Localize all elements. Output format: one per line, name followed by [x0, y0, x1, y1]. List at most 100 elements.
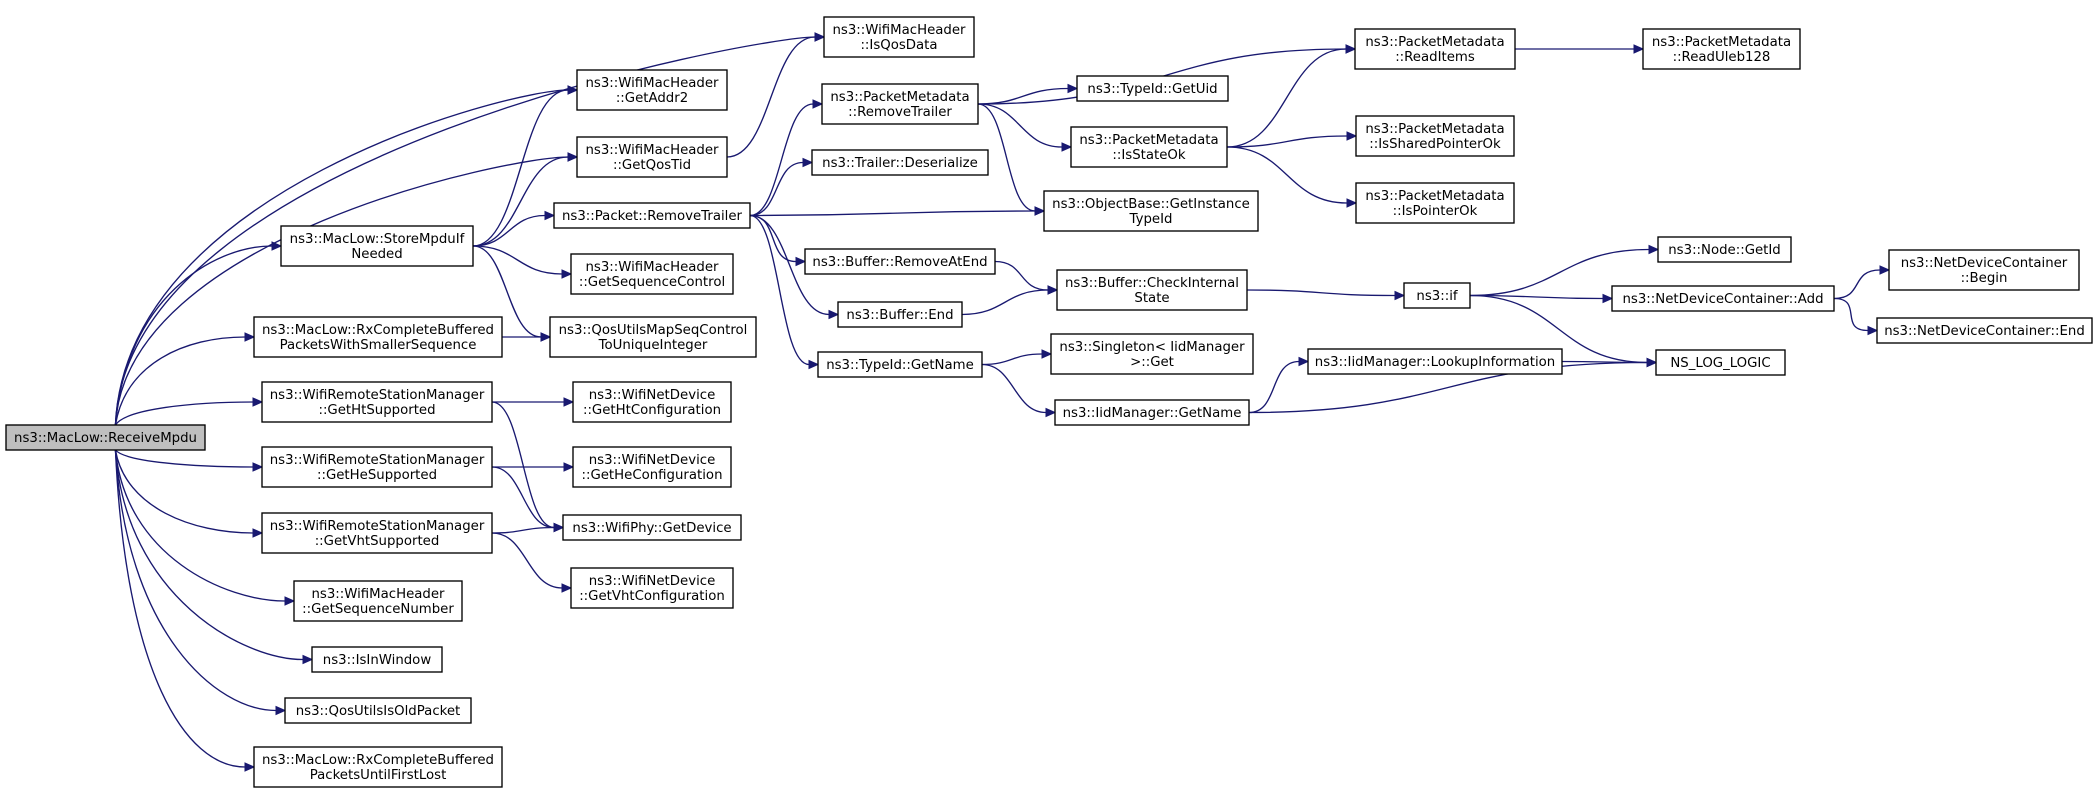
- node-box: [253, 316, 503, 358]
- node-box: [1355, 182, 1515, 224]
- node-trailer-deser[interactable]: ns3::Trailer::Deserialize: [811, 149, 989, 176]
- node-ns-if[interactable]: ns3::if: [1403, 282, 1471, 309]
- node-label-line: ::ReadItems: [1395, 50, 1475, 65]
- node-pkt-remove-trailer[interactable]: ns3::Packet::RemoveTrailer: [553, 202, 751, 229]
- node-get-ht-config[interactable]: ns3::WifiNetDevice::GetHtConfiguration: [572, 381, 732, 423]
- node-label-line: ns3::WifiMacHeader: [311, 587, 445, 602]
- node-label-line: ns3::Buffer::CheckInternal: [1065, 276, 1239, 291]
- node-read-items[interactable]: ns3::PacketMetadata::ReadItems: [1354, 28, 1516, 70]
- node-label-line: ns3::Node::GetId: [1668, 243, 1781, 258]
- node-box: [562, 514, 742, 541]
- node-ndc-add[interactable]: ns3::NetDeviceContainer::Add: [1611, 285, 1835, 312]
- node-label-line: ns3::WifiMacHeader: [585, 260, 719, 275]
- edge-arrowhead: [252, 528, 264, 538]
- edge-arrowhead: [540, 332, 552, 342]
- node-label-line: ns3::IidManager::LookupInformation: [1315, 355, 1555, 370]
- node-box: [1657, 236, 1792, 263]
- edge-ndc-add-to-ndc-begin: [1833, 269, 1881, 300]
- node-is-state-ok[interactable]: ns3::PacketMetadata::IsStateOk: [1070, 126, 1228, 168]
- node-get-he-config[interactable]: ns3::WifiNetDevice::GetHeConfiguration: [572, 446, 732, 488]
- edge-store-mpdu-to-pkt-remove-trailer: [472, 214, 546, 247]
- node-get-seq-number[interactable]: ns3::WifiMacHeader::GetSequenceNumber: [293, 580, 463, 622]
- node-label-line: ::GetAddr2: [616, 91, 688, 106]
- node-label-line: ns3::IidManager::GetName: [1063, 406, 1242, 421]
- node-box: [311, 646, 443, 673]
- node-box: [570, 253, 734, 295]
- edge-arrowhead: [795, 256, 807, 267]
- node-node-get-id[interactable]: ns3::Node::GetId: [1657, 236, 1792, 263]
- node-get-seq-control[interactable]: ns3::WifiMacHeader::GetSequenceControl: [570, 253, 734, 295]
- node-is-pointer-ok[interactable]: ns3::PacketMetadata::IsPointerOk: [1355, 182, 1515, 224]
- edge-arrowhead: [252, 462, 264, 472]
- node-label-line: ns3::ObjectBase::GetInstance: [1052, 197, 1250, 212]
- node-iid-get-name[interactable]: ns3::IidManager::GetName: [1054, 399, 1250, 426]
- node-ns-log-logic[interactable]: NS_LOG_LOGIC: [1655, 349, 1786, 376]
- node-rx-smaller[interactable]: ns3::MacLow::RxCompleteBufferedPacketsWi…: [253, 316, 503, 358]
- node-is-in-window[interactable]: ns3::IsInWindow: [311, 646, 443, 673]
- node-pm-remove-trailer[interactable]: ns3::PacketMetadata::RemoveTrailer: [821, 83, 979, 125]
- node-is-qos-data[interactable]: ns3::WifiMacHeader::IsQosData: [823, 16, 975, 58]
- edge-get-he-supported-to-phy-get-device: [491, 466, 555, 529]
- edge-buf-end-to-check-internal: [961, 289, 1049, 316]
- call-edges: [114, 32, 1891, 772]
- node-singleton-get[interactable]: ns3::Singleton< IidManager>::Get: [1050, 333, 1254, 375]
- node-get-vht-config[interactable]: ns3::WifiNetDevice::GetVhtConfiguration: [570, 567, 734, 609]
- edge-receive-mpdu-to-get-seq-number: [114, 449, 286, 602]
- node-label-line: ns3::WifiNetDevice: [589, 453, 716, 468]
- node-get-addr2[interactable]: ns3::WifiMacHeader::GetAddr2: [576, 69, 728, 111]
- node-get-vht-supported[interactable]: ns3::WifiRemoteStationManager::GetVhtSup…: [261, 512, 493, 554]
- node-label-line: ::GetHtSupported: [318, 403, 435, 418]
- node-receive-mpdu[interactable]: ns3::MacLow::ReceiveMpdu: [5, 424, 206, 451]
- node-type-id-get-uid[interactable]: ns3::TypeId::GetUid: [1076, 75, 1229, 102]
- node-rx-first-lost[interactable]: ns3::MacLow::RxCompleteBufferedPacketsUn…: [253, 746, 503, 788]
- node-label-line: ns3::WifiNetDevice: [589, 574, 716, 589]
- node-box: [804, 248, 996, 275]
- node-buf-remove-at-end[interactable]: ns3::Buffer::RemoveAtEnd: [804, 248, 996, 275]
- edge-arrowhead: [1034, 206, 1046, 216]
- node-label-line: ns3::PacketMetadata: [1365, 122, 1504, 137]
- node-ndc-begin[interactable]: ns3::NetDeviceContainer::Begin: [1888, 249, 2080, 291]
- node-box: [549, 316, 757, 358]
- node-label-line: ::GetQosTid: [613, 158, 691, 173]
- edge-arrowhead: [567, 152, 579, 162]
- node-box: [1354, 28, 1516, 70]
- node-box: [570, 567, 734, 609]
- edge-arrowhead: [567, 85, 579, 95]
- node-label-line: TypeId: [1129, 212, 1173, 227]
- edge-receive-mpdu-to-is-in-window: [114, 449, 304, 661]
- node-label-line: ns3::Buffer::RemoveAtEnd: [812, 255, 987, 270]
- edge-arrowhead: [271, 241, 283, 251]
- node-get-he-supported[interactable]: ns3::WifiRemoteStationManager::GetHeSupp…: [261, 446, 493, 488]
- node-label-line: ns3::NetDeviceContainer::Add: [1622, 292, 1823, 307]
- edge-arrowhead: [1346, 131, 1358, 141]
- node-buf-end[interactable]: ns3::Buffer::End: [837, 301, 963, 328]
- node-label-line: ns3::if: [1416, 289, 1457, 304]
- edge-arrowhead: [553, 522, 565, 533]
- node-get-ht-supported[interactable]: ns3::WifiRemoteStationManager::GetHtSupp…: [261, 381, 493, 423]
- edge-arrowhead: [244, 332, 256, 342]
- node-box: [823, 16, 975, 58]
- node-read-uleb[interactable]: ns3::PacketMetadata::ReadUleb128: [1642, 28, 1801, 70]
- node-type-id-get-name[interactable]: ns3::TypeId::GetName: [817, 351, 983, 378]
- node-qos-old[interactable]: ns3::QosUtilsIsOldPacket: [284, 697, 472, 724]
- node-ndc-end[interactable]: ns3::NetDeviceContainer::End: [1876, 317, 2093, 344]
- node-box: [1403, 282, 1471, 309]
- node-qos-map-seq[interactable]: ns3::QosUtilsMapSeqControlToUniqueIntege…: [549, 316, 757, 358]
- node-phy-get-device[interactable]: ns3::WifiPhy::GetDevice: [562, 514, 742, 541]
- node-iid-lookup[interactable]: ns3::IidManager::LookupInformation: [1307, 348, 1563, 375]
- node-is-shared-ptr-ok[interactable]: ns3::PacketMetadata::IsSharedPointerOk: [1355, 115, 1515, 157]
- node-label-line: ::GetHeSupported: [317, 468, 437, 483]
- edge-arrowhead: [1067, 83, 1079, 94]
- edge-get-vht-supported-to-get-vht-config: [491, 532, 563, 589]
- node-label-line: ns3::MacLow::RxCompleteBuffered: [262, 753, 494, 768]
- node-get-qos-tid[interactable]: ns3::WifiMacHeader::GetQosTid: [576, 136, 728, 178]
- node-box: [1050, 333, 1254, 375]
- edge-arrowhead: [828, 309, 840, 320]
- edge-arrowhead: [1633, 44, 1645, 54]
- edge-pkt-remove-trailer-to-buf-remove-at-end: [749, 214, 797, 263]
- edge-receive-mpdu-to-get-qos-tid: [114, 156, 569, 426]
- node-box: [261, 381, 493, 423]
